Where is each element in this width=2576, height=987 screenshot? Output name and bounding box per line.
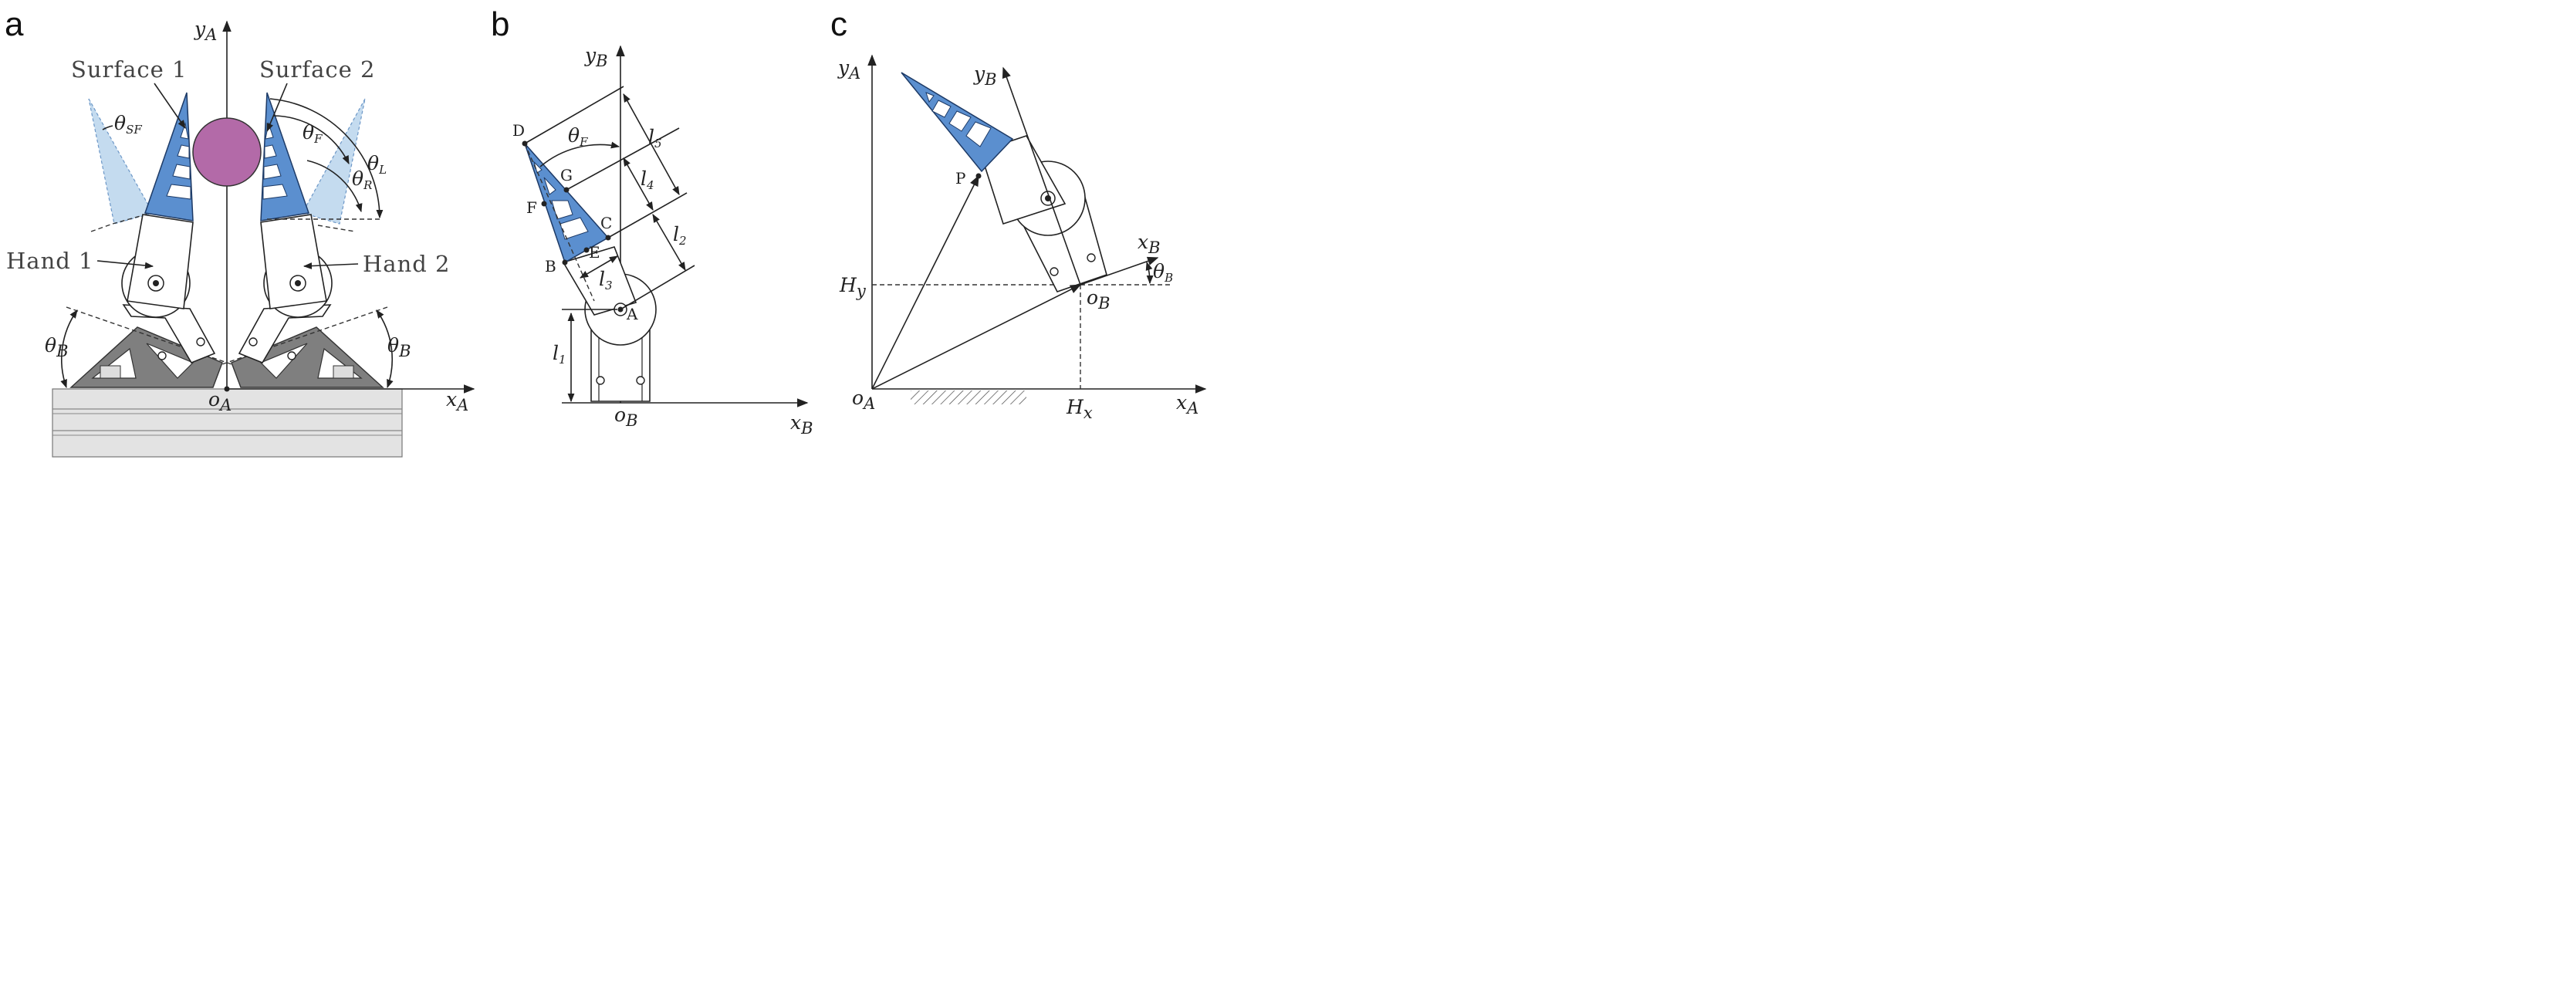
theta-sf-label: θSF [114,112,142,137]
l3-label: l3 [599,268,613,292]
hx-label: Hx [1066,396,1093,422]
grasped-object [192,117,262,187]
theta-b-label-c: θB [1153,260,1173,285]
x-axis-label-b: xB [790,411,813,438]
dim-l5 [623,93,680,195]
label-point-g: G [560,166,573,184]
dim-l3 [580,255,618,279]
theta-r-arc [306,160,363,213]
surface-2-leader [266,83,288,133]
theta-f-arc [272,115,350,165]
theta-f-label-a: θF [303,121,323,146]
line-d [524,86,624,144]
finger-c [901,72,1014,173]
line-c [607,192,688,238]
hand-body-c [979,135,1107,292]
ob-label-c: oB [1087,286,1111,313]
vector-oa-p [871,174,979,390]
panel-letter-b: b [491,5,509,43]
theta-sf-arc [102,125,113,130]
panel-a: a yA xA oA [5,5,475,458]
hand-1-body [121,214,216,363]
gray-base-right [231,326,384,388]
xb-label-c: xB [1138,231,1161,257]
panel-letter-a: a [5,5,24,43]
point-c [605,235,611,241]
label-point-b: B [545,257,556,275]
l4-label: l4 [641,167,654,192]
point-d [522,140,528,147]
panel-c: c yA xA oA Hy Hx [830,5,1207,422]
surface-2-label: Surface 2 [259,56,376,83]
theta-b-label-right: θB [387,334,411,360]
point-f [541,201,547,207]
point-b [562,259,568,265]
hand-2-leader [303,262,359,270]
line-a [620,265,695,310]
theta-b-arc-right [376,309,394,389]
finger-surface-2 [260,92,310,221]
hand-1-label: Hand 1 [6,248,94,274]
hand-1-leader [96,260,154,269]
point-g [563,187,570,193]
theta-l-arc [269,98,384,219]
xa-label-c: xA [1176,391,1198,417]
gray-base-left [69,326,223,388]
point-e [583,247,590,253]
surface-1-leader [154,83,186,129]
theta-f-label-b: θF [568,124,588,149]
yb-label-c: yB [973,63,997,89]
label-point-c: C [600,214,612,232]
hand-2-label: Hand 2 [363,251,451,277]
surface-1-label: Surface 1 [71,56,188,83]
hy-label: Hy [839,274,867,300]
l2-label: l2 [673,223,687,248]
theta-b-label-left: θB [45,334,69,360]
kinematics-figure: a yA xA oA [5,5,1207,458]
ground-hatch [911,390,1026,404]
point-p [975,173,982,179]
dim-l4 [623,157,654,211]
ya-label-c: yA [837,56,860,83]
panel-b: b yB xB oB [491,5,813,438]
y-axis-label-a: yA [194,18,217,44]
base-line-right [221,306,388,365]
hand-2-body [238,214,333,363]
theta-r-label: θR [352,167,372,192]
xb-axis-c [1080,256,1159,286]
panel-letter-c: c [830,5,847,43]
ghost-finger-right [302,98,366,232]
base-line-left [66,306,232,365]
y-axis-label-b: yB [584,44,608,70]
theta-b-arc-c [1145,261,1154,285]
label-point-e: E [589,243,600,262]
hand-body-b [562,246,657,402]
l5-label: l5 [648,126,662,150]
theta-l-label: θL [367,152,387,177]
vector-oa-ob [871,284,1082,390]
dim-l2 [652,214,686,271]
x-axis-label-a: xA [446,388,468,414]
origin-label-a: oA [208,388,232,414]
aluminum-rail [52,388,403,458]
label-point-a: A [626,305,638,323]
oa-label-c: oA [852,387,875,413]
theta-f-arc-b [539,141,620,167]
origin-label-b: oB [614,404,638,430]
finger-surface-1 [144,92,194,221]
origin-point-a [224,386,230,392]
yb-axis-c [1002,66,1081,286]
label-point-f: F [526,198,537,217]
label-point-d: D [512,121,525,140]
label-point-p: P [955,169,965,188]
theta-b-arc-left [60,309,78,389]
l1-label: l1 [553,342,566,367]
